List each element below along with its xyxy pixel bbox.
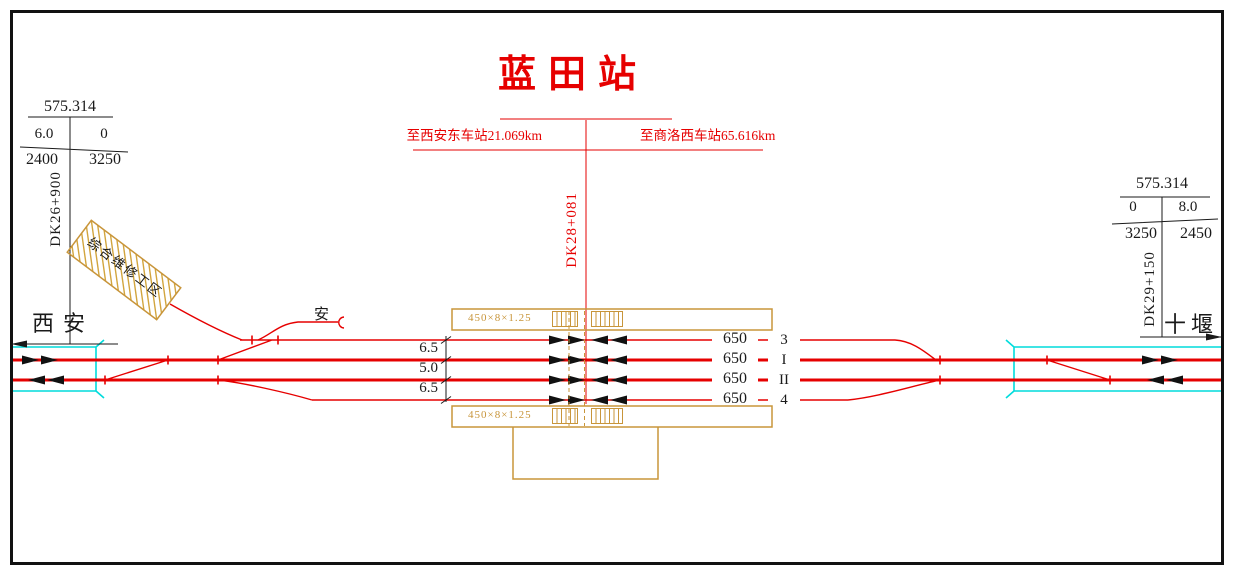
joint-ticks xyxy=(104,335,1111,385)
platform-bottom-label: 450×8×1.25 xyxy=(468,409,532,421)
direction-label-xian: 西安 xyxy=(32,311,95,336)
left-grade-right: 0 xyxy=(100,126,108,142)
track-spacing-label: 5.0 xyxy=(419,360,438,376)
right-length-left: 3250 xyxy=(1125,225,1157,242)
left-length-right: 3250 xyxy=(89,151,121,168)
right-grade-left: 0 xyxy=(1129,199,1137,215)
drawing-border xyxy=(10,10,1224,565)
station-title: 蓝田站 xyxy=(497,54,648,96)
track-number-label: 4 xyxy=(780,392,788,408)
direction-label-shiyan: 十堰 xyxy=(1164,312,1219,337)
left-elevation: 575.314 xyxy=(44,98,96,115)
left-throat-mileage: DK26+900 xyxy=(48,171,65,247)
station-building xyxy=(512,427,659,480)
track-length-label: 650 xyxy=(723,370,747,387)
track-number-label: 3 xyxy=(780,332,788,348)
left-length-left: 2400 xyxy=(26,151,58,168)
track-spacing-label: 6.5 xyxy=(419,380,438,396)
direction-line-arrowheads xyxy=(11,333,1222,348)
track-spacing-label: 6.5 xyxy=(419,340,438,356)
right-approach-distance: 至商洛西车站65.616km xyxy=(640,128,776,143)
crossing-dashed-lines xyxy=(568,311,585,426)
track-length-label: 650 xyxy=(723,390,747,407)
left-approach-distance: 至西安东车站21.069km xyxy=(406,128,542,143)
platforms xyxy=(451,308,773,480)
bridge-symbol-left xyxy=(13,339,105,399)
label-masks xyxy=(712,332,800,408)
right-throat-mileage: DK29+150 xyxy=(1142,251,1159,327)
track-length-label: 650 xyxy=(723,330,747,347)
stair-symbols xyxy=(552,311,623,426)
right-grade-right: 8.0 xyxy=(1178,199,1198,215)
track-length-label: 650 xyxy=(723,350,747,367)
track-end-symbol xyxy=(338,316,345,329)
platform-top xyxy=(451,308,773,331)
left-grade-left: 6.0 xyxy=(34,126,54,142)
bridge-symbol-right xyxy=(1005,339,1221,399)
track-number-label: II xyxy=(779,372,789,388)
right-elevation: 575.314 xyxy=(1136,175,1188,192)
platform-bottom xyxy=(451,405,773,428)
safety-track-label: 安 xyxy=(314,307,330,323)
right-length-right: 2450 xyxy=(1180,225,1212,242)
platform-top-label: 450×8×1.25 xyxy=(468,312,532,324)
center-mileage: DK28+081 xyxy=(564,192,581,268)
train-direction-arrows xyxy=(22,335,1183,405)
track-number-label: I xyxy=(781,352,787,368)
